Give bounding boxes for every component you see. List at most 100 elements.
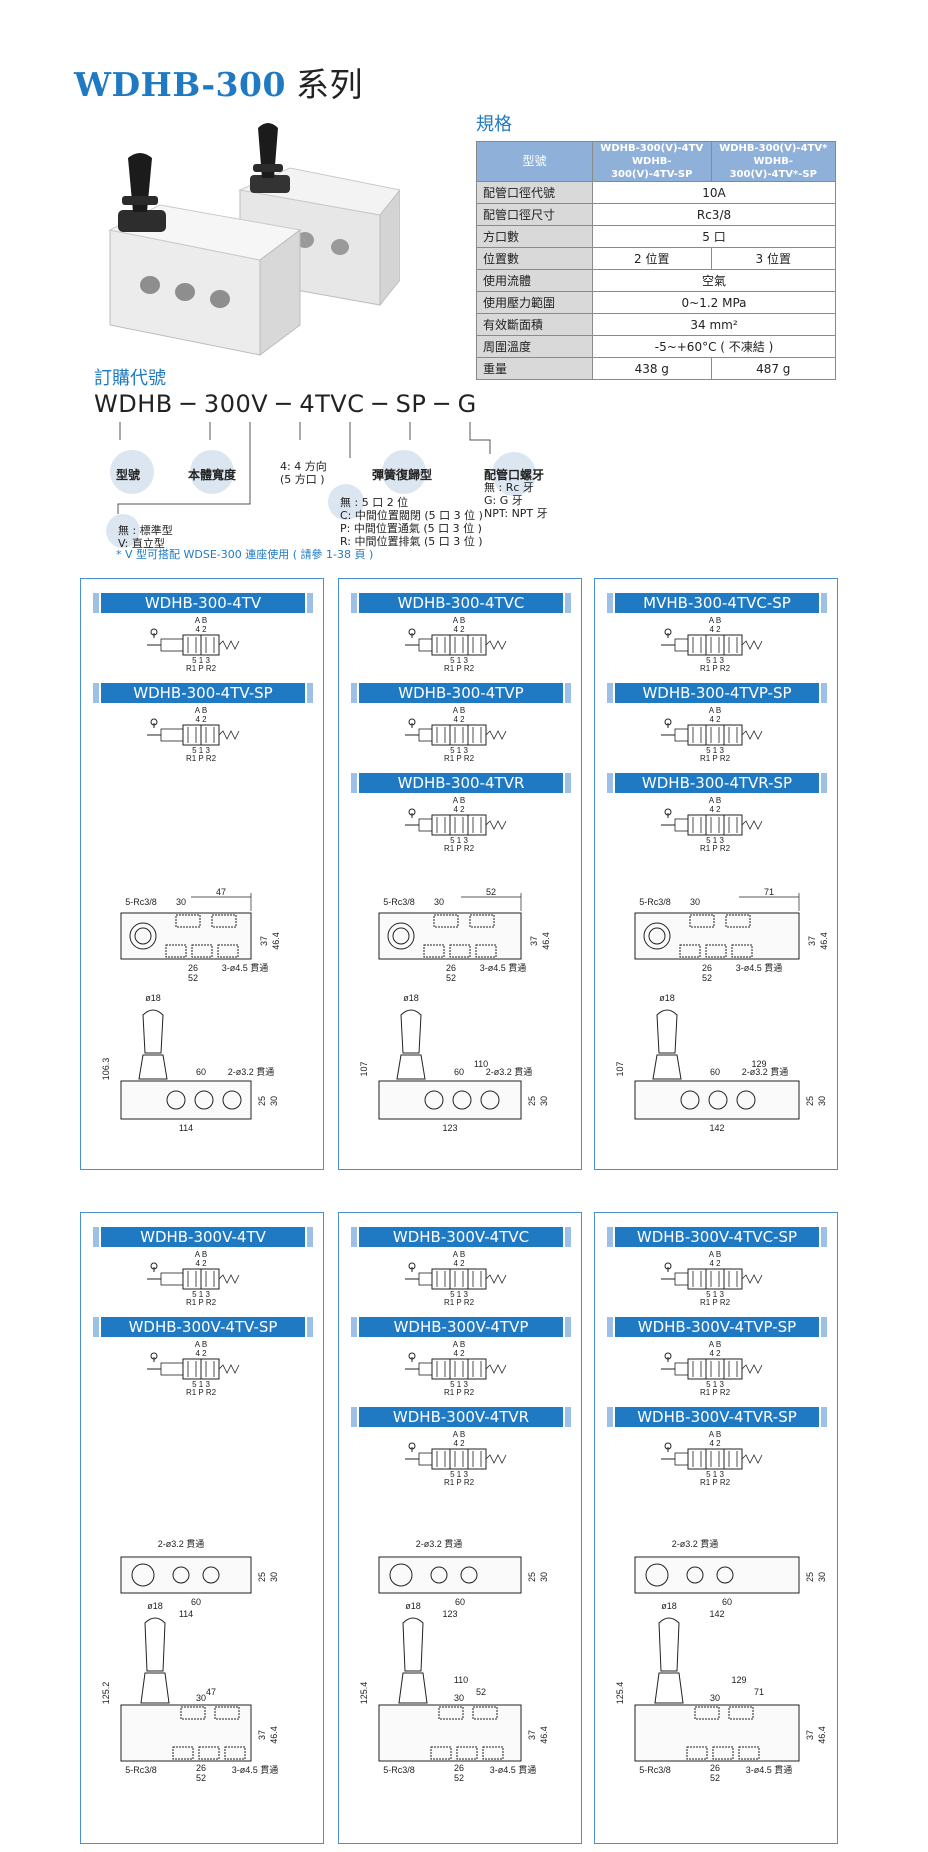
dim-top-offset: 52 (486, 887, 496, 897)
symbol-ports-top: A B (453, 706, 465, 715)
spec-label: 配管口徑尺寸 (476, 203, 593, 226)
symbol-ports-mid: 4 2 (453, 625, 465, 634)
dim-60: 60 (722, 1597, 732, 1607)
spec-label: 方口數 (476, 225, 593, 248)
dim-26: 26 (710, 1763, 720, 1773)
dim-464: 46.4 (539, 1726, 549, 1744)
symbol-ports-bot: 5 1 3 (706, 1470, 724, 1479)
dim-464: 46.4 (269, 1726, 279, 1744)
symbol-port-names: R1 P R2 (186, 664, 217, 673)
bubble-type (106, 514, 140, 548)
dim-30: 30 (196, 1693, 206, 1703)
dim-26: 26 (188, 963, 198, 973)
symbol-ports-mid: 4 2 (453, 1439, 465, 1448)
symbol-ports-mid: 4 2 (453, 715, 465, 724)
spec-value: 空氣 (592, 269, 836, 292)
dim-top-offset: 47 (206, 1687, 216, 1697)
dim-length: 142 (709, 1609, 724, 1619)
symbol-port-names: R1 P R2 (444, 664, 475, 673)
dim-30b: 30 (817, 1572, 827, 1582)
spec-label: 配管口徑代號 (476, 181, 593, 204)
symbol-ports-bot: 5 1 3 (450, 1470, 468, 1479)
dim-thru-32: 2-ø3.2 貫通 (416, 1539, 463, 1549)
dim-60: 60 (455, 1597, 465, 1607)
symbol-ports-top: A B (195, 1340, 207, 1349)
valve-symbol: A B4 25 1 3R1 P R2 (661, 706, 763, 763)
panel-model-title: WDHB-300-4TVP-SP (607, 683, 827, 703)
dim-25: 25 (257, 1572, 267, 1582)
valve-symbol: A B4 25 1 3R1 P R2 (661, 1340, 763, 1397)
spec-label: 位置數 (476, 247, 593, 270)
dim-30b: 30 (539, 1572, 549, 1582)
symbol-ports-mid: 4 2 (195, 715, 207, 724)
symbol-port-names: R1 P R2 (700, 844, 731, 853)
dim-extra: 110 (454, 1675, 468, 1685)
valve-symbol: A B4 25 1 3R1 P R2 (661, 796, 763, 853)
symbol-port-names: R1 P R2 (444, 1298, 475, 1307)
dim-d18: ø18 (661, 1601, 677, 1611)
dim-extra: 129 (731, 1675, 746, 1685)
dim-30: 30 (710, 1693, 720, 1703)
dim-30: 30 (176, 897, 186, 907)
spec-value: Rc3/8 (592, 203, 836, 226)
symbol-port-names: R1 P R2 (700, 754, 731, 763)
panel-model-title: WDHB-300V-4TVR (351, 1407, 571, 1427)
dim-thru-45: 3-ø4.5 貫通 (232, 1765, 279, 1775)
symbol-ports-bot: 5 1 3 (450, 1380, 468, 1389)
symbol-ports-top: A B (709, 1430, 721, 1439)
bubble-spring (382, 450, 426, 494)
dim-37: 37 (805, 1730, 815, 1740)
panel-model-title: WDHB-300-4TVC (351, 593, 571, 613)
bubble-position (328, 484, 364, 520)
valve-symbol: A B4 25 1 3R1 P R2 (147, 1250, 240, 1307)
symbol-ports-bot: 5 1 3 (706, 746, 724, 755)
symbol-ports-bot: 5 1 3 (706, 1290, 724, 1299)
symbol-ports-top: A B (709, 1340, 721, 1349)
symbol-port-names: R1 P R2 (700, 664, 731, 673)
dim-60: 60 (191, 1597, 201, 1607)
dim-30: 30 (434, 897, 444, 907)
dim-30b: 30 (269, 1096, 279, 1106)
product-photo (108, 123, 400, 356)
dim-top-offset: 52 (476, 1687, 486, 1697)
symbol-ports-top: A B (453, 796, 465, 805)
dim-height: 125.2 (101, 1682, 111, 1705)
note-v-compat: * V 型可搭配 WDSE-300 連座使用 ( 請參 1-38 頁 ) (116, 548, 374, 561)
bubble-model (110, 450, 154, 494)
spec-label: 有效斷面積 (476, 313, 593, 336)
panel-model-title: WDHB-300V-4TV (93, 1227, 313, 1247)
dim-25: 25 (527, 1096, 537, 1106)
dim-thru-45: 3-ø4.5 貫通 (222, 963, 269, 973)
spec-label: 重量 (476, 357, 593, 380)
valve-symbol: A B4 25 1 3R1 P R2 (147, 706, 240, 763)
valve-symbol: A B4 25 1 3R1 P R2 (661, 1250, 763, 1307)
valve-symbol: A B4 25 1 3R1 P R2 (405, 616, 507, 673)
dim-26: 26 (454, 1763, 464, 1773)
dim-464: 46.4 (819, 932, 829, 950)
spec-label: 使用流體 (476, 269, 593, 292)
panel-model-title: WDHB-300V-4TVC (351, 1227, 571, 1247)
dim-37: 37 (529, 936, 539, 946)
dim-top-offset: 47 (216, 887, 226, 897)
panel-model-title: WDHB-300-4TV-SP (93, 683, 313, 703)
spec-header-col2: WDHB-300(V)-4TV*WDHB-300(V)-4TV*-SP (710, 141, 837, 182)
symbol-ports-bot: 5 1 3 (450, 746, 468, 755)
symbol-port-names: R1 P R2 (186, 1298, 217, 1307)
symbol-port-names: R1 P R2 (700, 1388, 731, 1397)
symbol-ports-top: A B (453, 1430, 465, 1439)
spec-label: 使用壓力範圍 (476, 291, 593, 314)
symbol-ports-bot: 5 1 3 (192, 746, 210, 755)
panel-model-title: WDHB-300V-4TVC-SP (607, 1227, 827, 1247)
spec-value: 3 位置 (710, 247, 837, 270)
symbol-ports-bot: 5 1 3 (706, 1380, 724, 1389)
dim-height: 107 (615, 1061, 625, 1076)
dim-height: 125.4 (615, 1682, 625, 1705)
symbol-ports-bot: 5 1 3 (450, 656, 468, 665)
symbol-ports-mid: 4 2 (195, 1259, 207, 1268)
label-spring: 彈簧復歸型 (372, 468, 433, 482)
